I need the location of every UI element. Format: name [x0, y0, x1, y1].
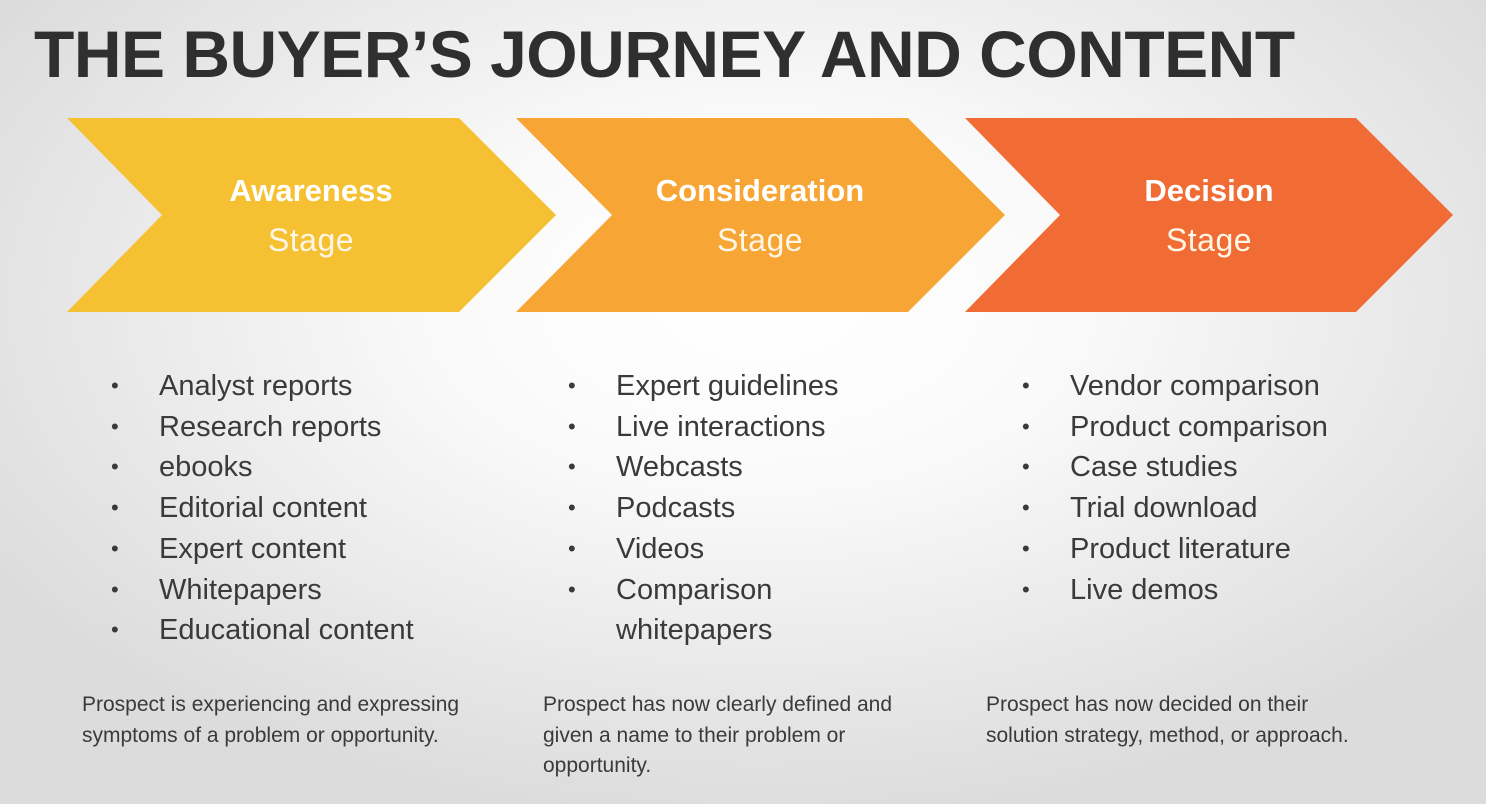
list-item-text: Editorial content [159, 492, 367, 525]
bullet-icon: • [111, 576, 119, 602]
list-item: • Webcasts [568, 447, 838, 488]
page-title: THE BUYER’S JOURNEY AND CONTENT [34, 17, 1295, 91]
list-item: • Comparison whitepapers [568, 570, 816, 651]
stage-name: Awareness [229, 173, 393, 208]
consideration-description: Prospect has now clearly defined and giv… [543, 693, 893, 777]
list-item-text: Vendor comparison [1070, 370, 1320, 402]
list-item: • Live demos [1022, 570, 1328, 611]
awareness-content-list: • Analyst reports • Research reports • eboo… [111, 366, 414, 651]
decision-content-list: • Vendor comparison • Product comparison •… [1022, 366, 1328, 610]
decision-description: Prospect has now decided on their soluti… [986, 693, 1349, 747]
awareness-arrow [67, 118, 556, 312]
list-item-text: Podcasts [616, 492, 736, 525]
bullet-icon: • [1022, 495, 1030, 521]
bullet-icon: • [568, 535, 576, 561]
list-item-text: Videos [616, 532, 705, 565]
stage-subtitle: Stage [1165, 222, 1253, 258]
list-item-text: Comparison whitepapers [616, 573, 773, 647]
list-item-text: Product comparison [1070, 410, 1328, 443]
list-item: • Product literature [1022, 529, 1328, 570]
list-item-text: Whitepapers [159, 573, 322, 606]
bullet-icon: • [568, 576, 576, 602]
list-item-text: Educational content [159, 614, 414, 647]
list-item: • Case studies [1022, 447, 1328, 488]
consideration-arrow [516, 118, 1005, 312]
list-item-text: Trial download [1070, 492, 1258, 525]
bullet-icon: • [1022, 576, 1030, 602]
bullet-icon: • [111, 413, 119, 439]
list-item: • Vendor comparison [1022, 366, 1328, 407]
list-item: • Product comparison [1022, 407, 1328, 448]
bullet-icon: • [1022, 454, 1030, 480]
awareness-description: Prospect is experiencing and expressing … [82, 693, 460, 747]
list-item: • Podcasts [568, 488, 838, 529]
bullet-icon: • [111, 495, 119, 521]
list-item-text: Expert content [159, 532, 346, 565]
list-item: • Expert guidelines [568, 366, 838, 407]
stage-name: Decision [1144, 173, 1274, 208]
bullet-icon: • [568, 373, 576, 398]
list-item: • Live interactions [568, 407, 838, 448]
stage-name: Consideration [655, 173, 865, 208]
bullet-icon: • [568, 413, 576, 439]
bullet-icon: • [568, 454, 576, 480]
list-item: • Videos [568, 529, 838, 570]
list-item: • Editorial content [111, 488, 414, 529]
list-item: • ebooks [111, 447, 414, 488]
bullet-icon: • [111, 617, 119, 643]
list-item-text: Analyst reports [159, 370, 353, 402]
list-item: • Educational content [111, 610, 414, 651]
bullet-icon: • [1022, 373, 1030, 398]
list-item: • Expert content [111, 529, 414, 570]
bullet-icon: • [111, 454, 119, 480]
decision-arrow [965, 118, 1453, 312]
bullet-icon: • [111, 373, 119, 398]
bullet-icon: • [1022, 535, 1030, 561]
list-item: • Trial download [1022, 488, 1328, 529]
bullet-icon: • [1022, 413, 1030, 439]
list-item-text: Product literature [1070, 532, 1291, 565]
list-item-text: Webcasts [616, 451, 743, 484]
stage-subtitle: Stage [267, 222, 355, 258]
list-item-text: Case studies [1070, 451, 1238, 484]
list-item-text: Live demos [1070, 573, 1219, 606]
list-item-text: ebooks [159, 451, 253, 484]
consideration-content-list: • Expert guidelines • Live interactions • W… [568, 366, 838, 651]
stage-subtitle: Stage [716, 222, 804, 258]
bullet-icon: • [568, 495, 576, 521]
list-item: • Research reports [111, 407, 414, 448]
list-item-text: Research reports [159, 410, 382, 443]
list-item-text: Expert guidelines [616, 370, 839, 402]
list-item-text: Live interactions [616, 410, 826, 443]
list-item: • Analyst reports [111, 366, 414, 407]
bullet-icon: • [111, 535, 119, 561]
list-item: • Whitepapers [111, 570, 414, 611]
